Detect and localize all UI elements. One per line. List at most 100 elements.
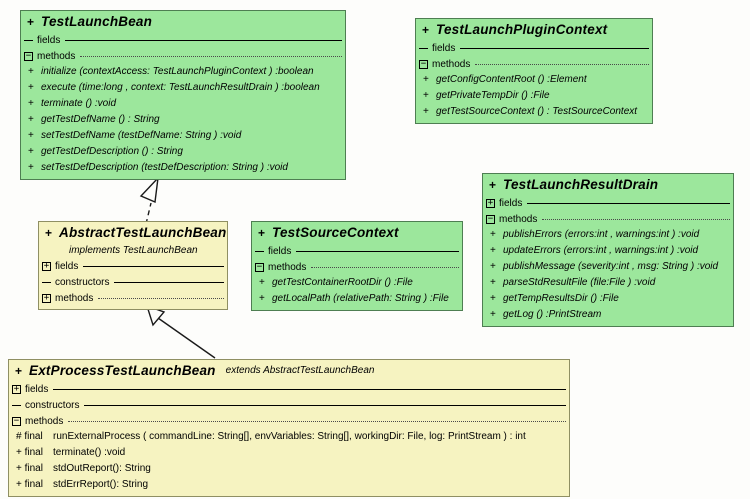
class-name: TestLaunchResultDrain: [503, 177, 659, 192]
class-title-row: + TestLaunchResultDrain: [483, 174, 733, 195]
class-box-test-launch-result-drain: + TestLaunchResultDrain + fields − metho…: [482, 173, 734, 327]
collapse-icon[interactable]: −: [255, 261, 264, 272]
section-label: methods: [25, 415, 64, 427]
class-box-test-launch-plugin-context: + TestLaunchPluginContext fields − metho…: [415, 18, 653, 124]
visibility-marker: +: [423, 90, 429, 101]
class-name: ExtProcessTestLaunchBean: [29, 363, 216, 378]
visibility-marker: +: [490, 245, 496, 256]
method-row: + getConfigContentRoot () :Element: [416, 72, 652, 88]
section-rule: [53, 388, 566, 390]
realization-connector-abstracttestlaunchbean-to-testlaunchbean: [139, 175, 159, 225]
method-row: + getTestDefName () : String: [21, 112, 345, 128]
section-rule: [296, 250, 459, 252]
visibility-marker: +: [28, 66, 34, 77]
methods-section-header: − methods: [252, 259, 462, 275]
method-row: + final stdOutReport(): String: [9, 461, 569, 477]
collapse-icon[interactable]: −: [486, 213, 495, 224]
method-row: + execute (time:long , context: TestLaun…: [21, 80, 345, 96]
class-box-abstract-test-launch-bean: + AbstractTestLaunchBean implements Test…: [38, 221, 228, 310]
method-row: + terminate () :void: [21, 96, 345, 112]
method-row: + updateErrors (errors:int , warnings:in…: [483, 243, 733, 259]
dash-icon: [42, 281, 51, 283]
methods-section-header: − methods: [9, 413, 569, 429]
method-signature: stdOutReport(): String: [53, 463, 151, 474]
class-box-ext-process-test-launch-bean: + ExtProcessTestLaunchBean extends Abstr…: [8, 359, 570, 497]
class-box-test-launch-bean: + TestLaunchBean fields − methods + init…: [20, 10, 346, 180]
method-row: + getLog () :PrintStream: [483, 307, 733, 323]
section-label: fields: [55, 260, 79, 272]
section-label: methods: [55, 292, 94, 304]
class-name: AbstractTestLaunchBean: [59, 225, 227, 240]
visibility-marker: +: [28, 130, 34, 141]
method-row: + publishMessage (severity:int , msg: St…: [483, 259, 733, 275]
method-signature: terminate() :void: [53, 447, 126, 458]
method-row: # final runExternalProcess ( commandLine…: [9, 429, 569, 445]
method-row: + getTestDefDescription () : String: [21, 144, 345, 160]
method-row: + getTestSourceContext () : TestSourceCo…: [416, 104, 652, 120]
extends-note: extends AbstractTestLaunchBean: [225, 365, 375, 376]
section-label: methods: [37, 50, 76, 62]
method-row: + final stdErrReport(): String: [9, 477, 569, 493]
section-label: constructors: [55, 276, 110, 288]
expand-icon[interactable]: +: [42, 292, 51, 303]
method-signature: terminate () :void: [41, 98, 117, 109]
method-signature: getLog () :PrintStream: [503, 309, 602, 320]
visibility-marker: +: [490, 277, 496, 288]
method-row: + initialize (contextAccess: TestLaunchP…: [21, 64, 345, 80]
visibility-marker: +: [259, 293, 265, 304]
fields-section-header: + fields: [9, 381, 569, 397]
section-rule: [84, 404, 566, 406]
methods-section-header: − methods: [21, 48, 345, 64]
section-label: constructors: [25, 399, 80, 411]
expand-icon[interactable]: +: [12, 383, 21, 394]
visibility-marker: + final: [16, 479, 43, 490]
visibility-marker: +: [490, 229, 496, 240]
method-signature: runExternalProcess ( commandLine: String…: [53, 431, 526, 442]
section-label: fields: [25, 383, 49, 395]
constructors-section-header: constructors: [39, 274, 227, 290]
collapse-icon[interactable]: −: [24, 50, 33, 61]
method-row: + getTempResultsDir () :File: [483, 291, 733, 307]
class-title-row: + AbstractTestLaunchBean: [39, 222, 227, 243]
visibility-marker: +: [28, 98, 34, 109]
method-signature: getConfigContentRoot () :Element: [436, 74, 587, 85]
class-name: TestLaunchPluginContext: [436, 22, 608, 37]
method-signature: publishErrors (errors:int , warnings:int…: [503, 229, 700, 240]
method-signature: getTestDefName () : String: [41, 114, 160, 125]
method-signature: getTestDefDescription () : String: [41, 146, 183, 157]
method-row: + final terminate() :void: [9, 445, 569, 461]
realization-dashed-line: [145, 202, 152, 225]
method-row: + getPrivateTempDir () :File: [416, 88, 652, 104]
method-signature: getPrivateTempDir () :File: [436, 90, 550, 101]
visibility-marker: +: [423, 106, 429, 117]
visibility-marker: +: [490, 293, 496, 304]
dash-icon: [419, 47, 428, 49]
expand-icon[interactable]: +: [42, 260, 51, 271]
visibility-marker: +: [28, 114, 34, 125]
section-rule: [527, 202, 730, 204]
method-row: + parseStdResultFile (file:File ) :void: [483, 275, 733, 291]
method-signature: getTestSourceContext () : TestSourceCont…: [436, 106, 638, 117]
class-title-row: + TestLaunchBean: [21, 11, 345, 32]
method-row: + publishErrors (errors:int , warnings:i…: [483, 227, 733, 243]
methods-section-header: + methods: [39, 290, 227, 306]
visibility-marker: +: [490, 261, 496, 272]
collapse-icon[interactable]: −: [419, 58, 428, 69]
section-label: fields: [432, 42, 456, 54]
methods-section-header: − methods: [416, 56, 652, 72]
class-title-row: + TestSourceContext: [252, 222, 462, 243]
expand-icon[interactable]: +: [486, 197, 495, 208]
section-rule: [542, 218, 730, 220]
method-signature: setTestDefDescription (testDefDescriptio…: [41, 162, 288, 173]
class-name: TestSourceContext: [272, 225, 399, 240]
visibility-marker: + final: [16, 463, 43, 474]
constructors-section-header: constructors: [9, 397, 569, 413]
class-box-test-source-context: + TestSourceContext fields − methods + g…: [251, 221, 463, 311]
method-signature: getTempResultsDir () :File: [503, 293, 619, 304]
visibility-marker: + final: [16, 447, 43, 458]
visibility-marker: # final: [16, 431, 43, 442]
fields-section-header: fields: [21, 32, 345, 48]
fields-section-header: + fields: [39, 258, 227, 274]
collapse-icon[interactable]: −: [12, 415, 21, 426]
method-signature: getTestContainerRootDir () :File: [272, 277, 413, 288]
